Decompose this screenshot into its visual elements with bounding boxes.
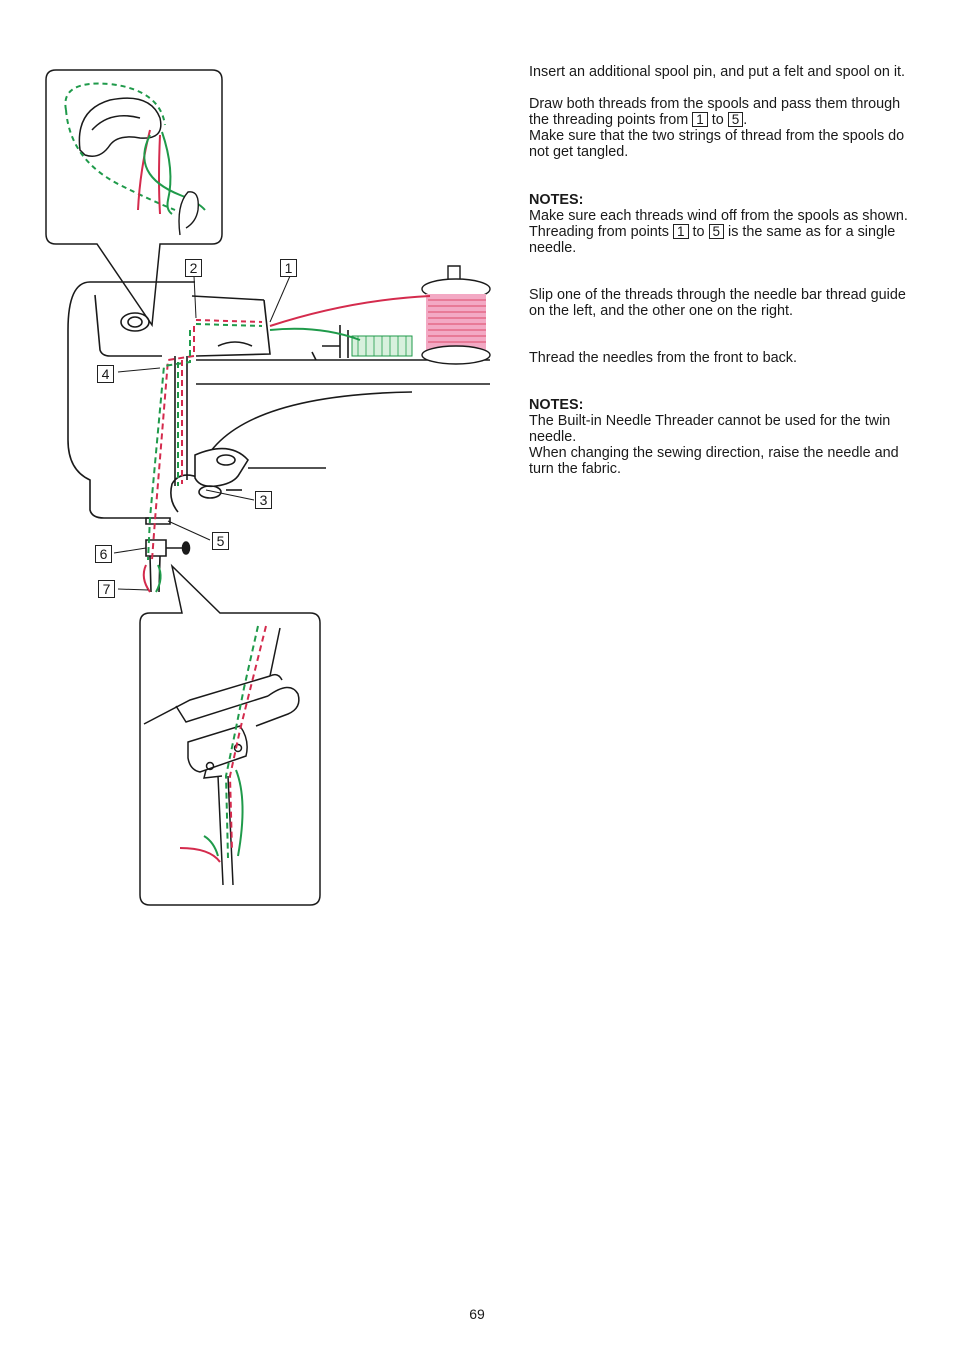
page-number: 69 [469,1306,485,1322]
callout-7: 7 [98,580,115,598]
intro-paragraph-2: Draw both threads from the spools and pa… [529,96,901,128]
callout-6: 6 [95,545,112,563]
callout-2: 2 [185,259,202,277]
thread-needles-paragraph: Thread the needles from the front to bac… [529,350,797,366]
notes1-line-2: Threading from points 1 to 5 is the same… [529,224,896,256]
top-inset [45,69,223,328]
notes2-line-1: The Built-in Needle Threader cannot be u… [529,413,891,445]
notes-heading-1: NOTES: [529,192,584,208]
spool [351,265,491,365]
intro-paragraph-3: Make sure that the two strings of thread… [529,128,905,160]
slip-paragraph: Slip one of the threads through the need… [529,287,906,319]
callout-3: 3 [255,491,272,509]
machine-threads [142,295,431,593]
notes2-line-2: When changing the sewing direction, rais… [529,445,899,477]
callout-5: 5 [212,532,229,550]
callout-4: 4 [97,365,114,383]
point-box: 1 [672,224,689,239]
bottom-inset [139,563,321,906]
point-box: 1 [692,112,708,127]
point-box: 5 [727,112,744,127]
notes-heading-2: NOTES: [529,397,584,413]
intro-paragraph-1: Insert an additional spool pin, and put … [529,64,906,80]
notes1-line-1: Make sure each threads wind off from the… [529,208,908,224]
callout-1: 1 [280,259,297,277]
point-box: 5 [708,224,725,239]
instructions: Insert an additional spool pin, and put … [529,64,924,477]
leader-lines [113,275,291,591]
